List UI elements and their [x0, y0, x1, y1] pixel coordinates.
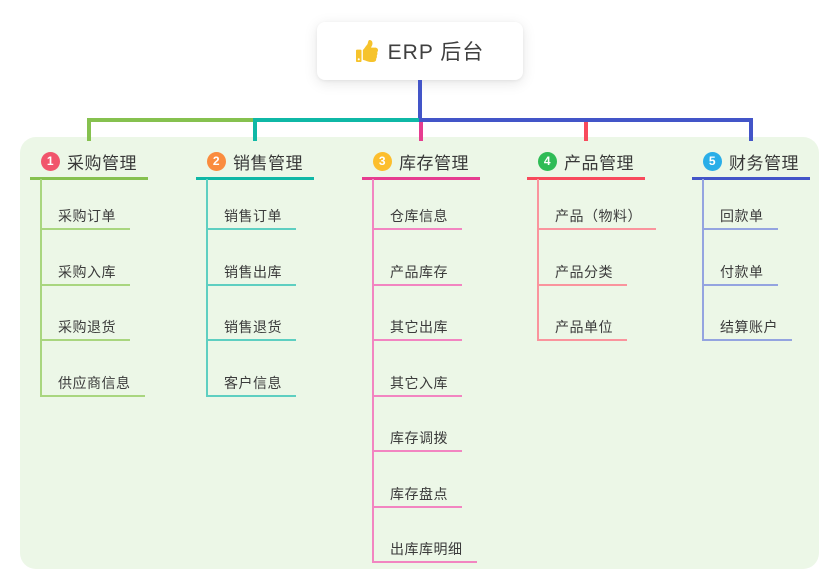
branch-child-rail	[40, 179, 42, 397]
branch-child-rail	[702, 179, 704, 341]
branch-node[interactable]: 2 销售管理	[196, 146, 314, 180]
connector-branch-drop	[584, 122, 588, 141]
branch-child-rail	[372, 179, 374, 563]
branch-label: 库存管理	[399, 154, 469, 173]
child-node[interactable]: 销售出库	[206, 256, 296, 286]
child-node[interactable]: 采购订单	[40, 200, 130, 230]
child-node[interactable]: 出库库明细	[372, 533, 477, 563]
thumbs-up-path	[355, 40, 378, 62]
child-node[interactable]: 采购退货	[40, 311, 130, 341]
connector-main-segment	[419, 118, 753, 122]
connector-branch-drop	[87, 118, 91, 141]
branch-node[interactable]: 3 库存管理	[362, 146, 480, 180]
branch-number-badge: 3	[373, 152, 392, 171]
connector-branch-drop	[419, 122, 423, 141]
root-node[interactable]: ERP 后台	[317, 22, 523, 80]
connector-root-drop	[418, 80, 422, 118]
child-node[interactable]: 付款单	[702, 256, 778, 286]
branch-label: 采购管理	[67, 154, 137, 173]
branch-child-rail	[537, 179, 539, 341]
connector-branch-drop	[253, 118, 257, 141]
child-node[interactable]: 产品单位	[537, 311, 627, 341]
child-node[interactable]: 产品分类	[537, 256, 627, 286]
branch-number-badge: 5	[703, 152, 722, 171]
branch-node[interactable]: 1 采购管理	[30, 146, 148, 180]
child-node[interactable]: 供应商信息	[40, 367, 145, 397]
child-node[interactable]: 回款单	[702, 200, 778, 230]
branch-node[interactable]: 4 产品管理	[527, 146, 645, 180]
branch-label: 财务管理	[729, 154, 799, 173]
child-node[interactable]: 结算账户	[702, 311, 792, 341]
branch-child-rail	[206, 179, 208, 397]
branch-label: 产品管理	[564, 154, 634, 173]
branch-number-badge: 2	[207, 152, 226, 171]
branch-number-badge: 4	[538, 152, 557, 171]
branches-panel	[20, 137, 819, 569]
child-node[interactable]: 其它出库	[372, 311, 462, 341]
child-node[interactable]: 其它入库	[372, 367, 462, 397]
child-node[interactable]: 客户信息	[206, 367, 296, 397]
child-node[interactable]: 产品（物料）	[537, 200, 656, 230]
child-node[interactable]: 仓库信息	[372, 200, 462, 230]
connector-main-segment	[253, 118, 423, 122]
connector-branch-drop	[749, 118, 753, 141]
child-node[interactable]: 销售退货	[206, 311, 296, 341]
child-node[interactable]: 销售订单	[206, 200, 296, 230]
child-node[interactable]: 库存调拨	[372, 422, 462, 452]
root-title: ERP 后台	[387, 41, 485, 64]
branch-label: 销售管理	[233, 154, 303, 173]
connector-main-segment	[87, 118, 257, 122]
thumbs-up-icon	[355, 40, 378, 62]
child-node[interactable]: 库存盘点	[372, 478, 462, 508]
child-node[interactable]: 产品库存	[372, 256, 462, 286]
branch-node[interactable]: 5 财务管理	[692, 146, 810, 180]
branch-number-badge: 1	[41, 152, 60, 171]
child-node[interactable]: 采购入库	[40, 256, 130, 286]
